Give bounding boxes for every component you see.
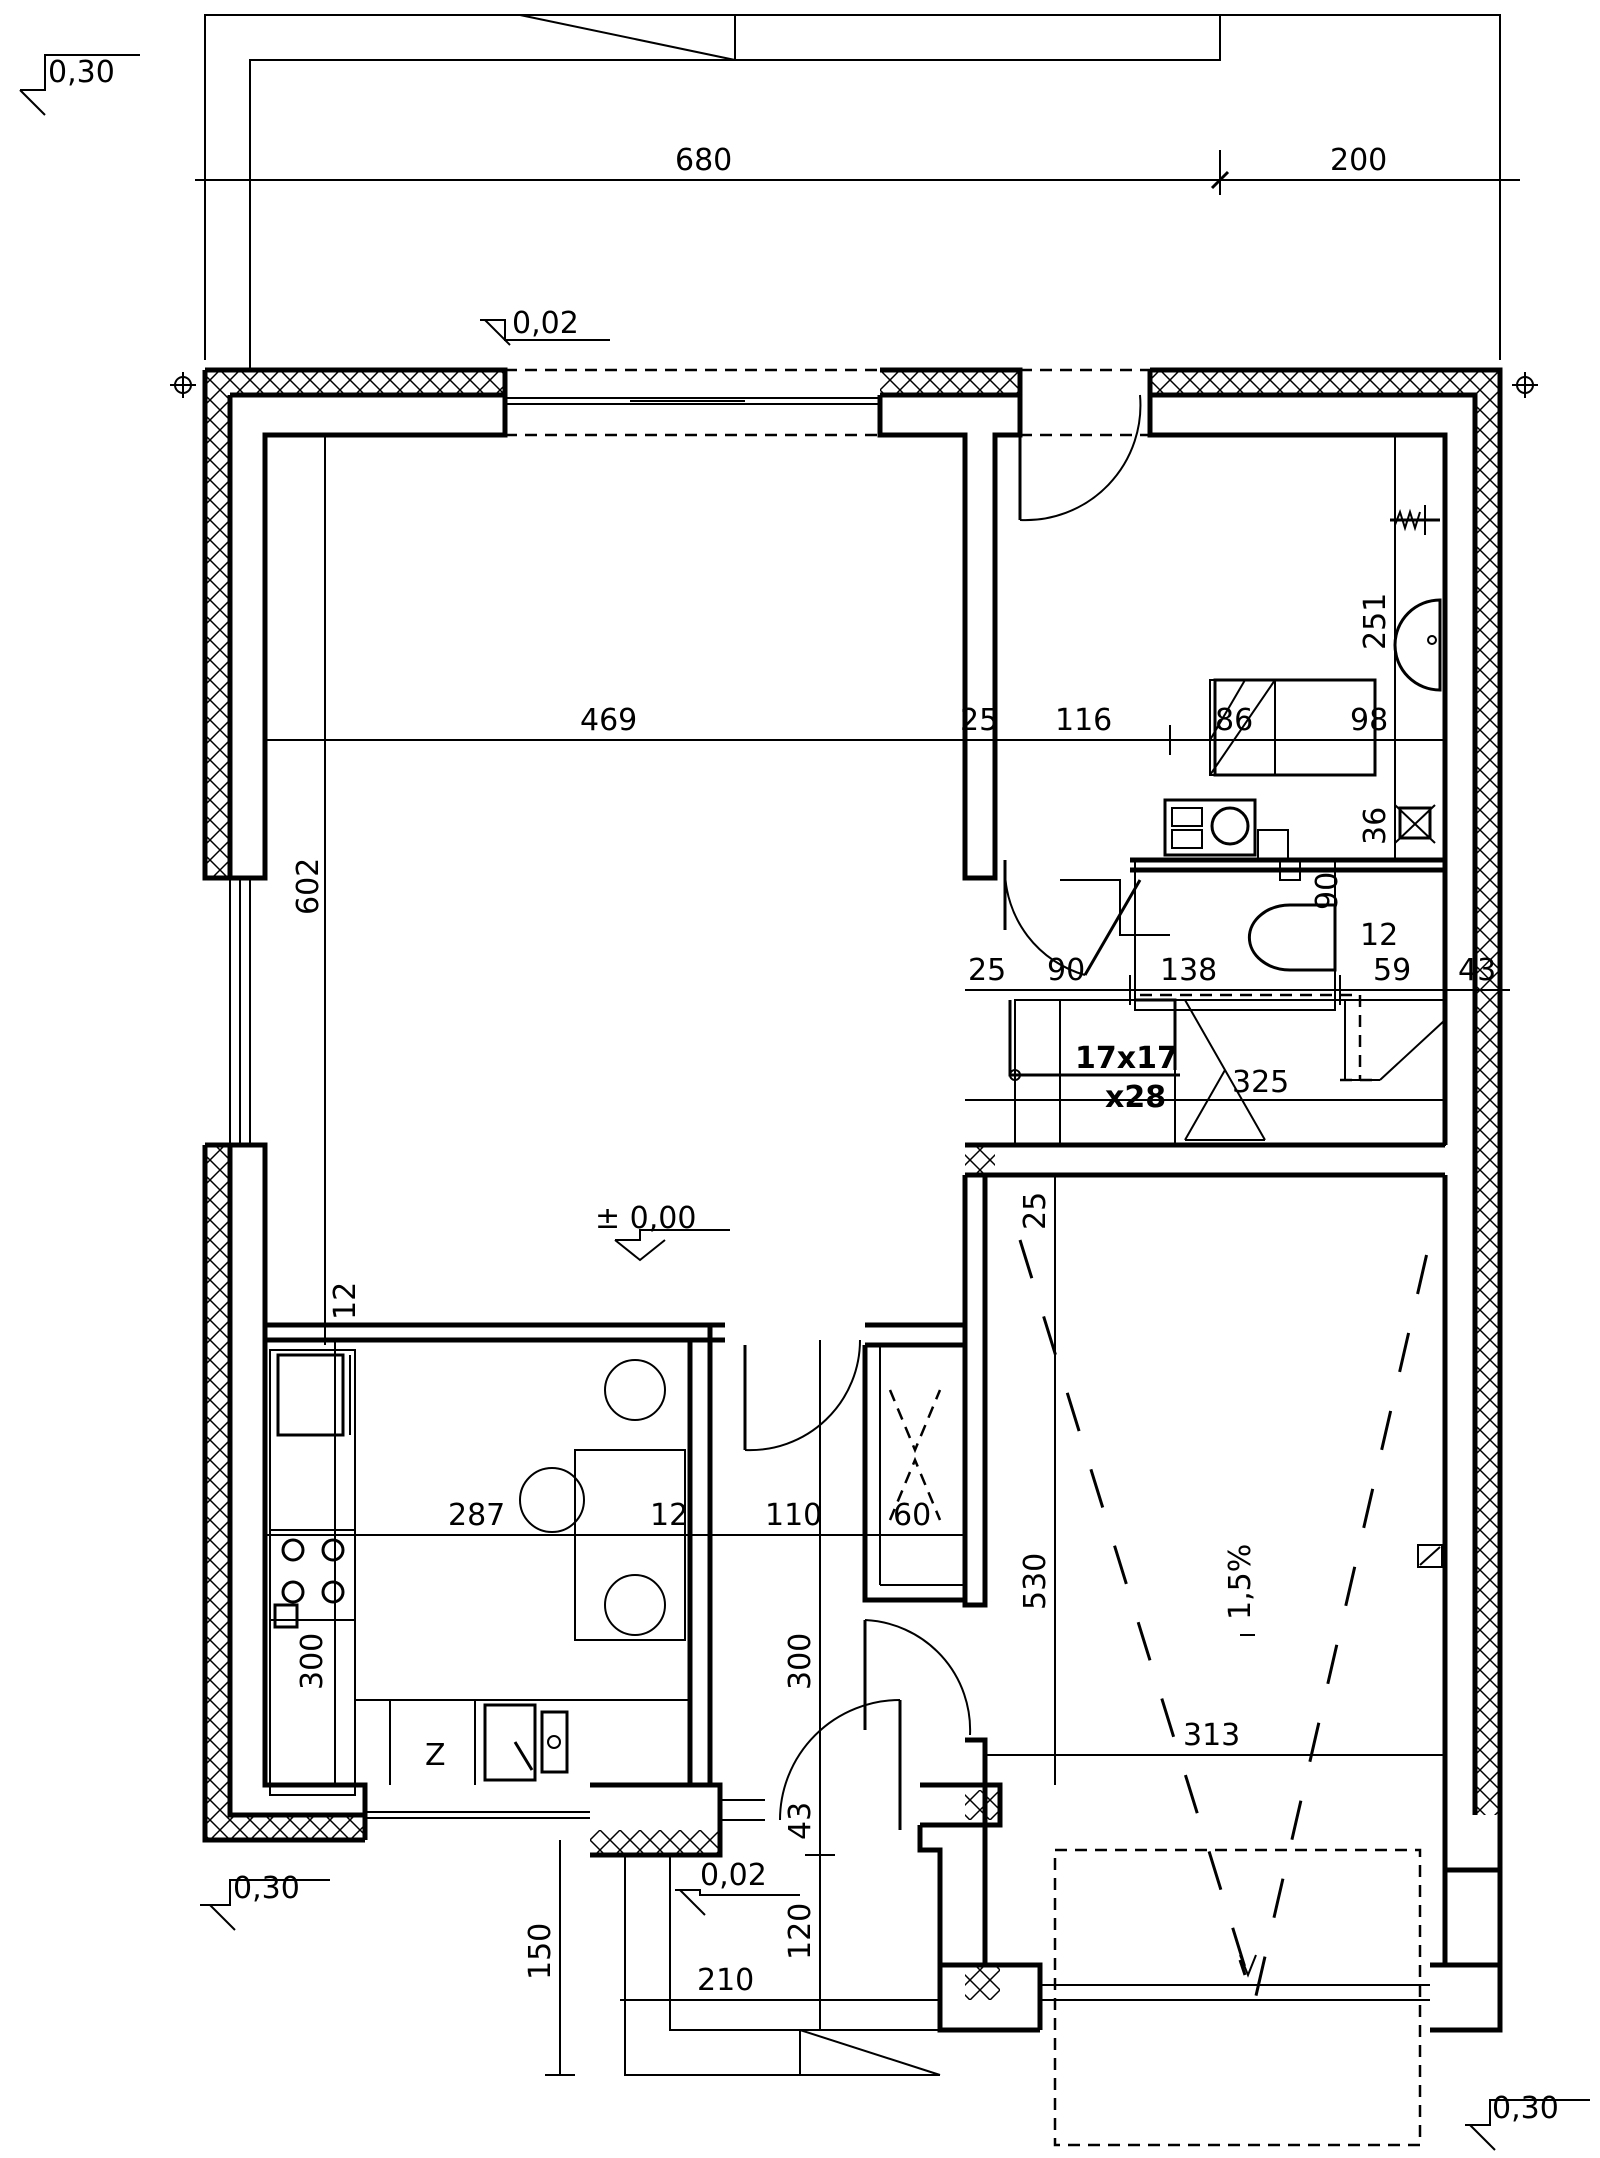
stair-door bbox=[1003, 860, 1142, 976]
level-mark-floor bbox=[614, 1229, 730, 1262]
dim-25-b: 25 bbox=[968, 953, 1006, 988]
dim-90-horizontal: 90 bbox=[1047, 953, 1085, 988]
dim-210: 210 bbox=[697, 1963, 754, 1998]
axis-marker-right bbox=[1512, 372, 1538, 398]
dimension-top bbox=[195, 150, 1520, 195]
exterior-walls bbox=[202, 367, 1503, 1873]
dim-98: 98 bbox=[1350, 703, 1388, 738]
dim-12-b: 12 bbox=[328, 1282, 363, 1320]
dim-469: 469 bbox=[580, 703, 637, 738]
level-bottom-right: 0,30 bbox=[1492, 2091, 1559, 2126]
dim-59: 59 bbox=[1373, 953, 1411, 988]
kitchen-door bbox=[743, 1339, 862, 1452]
dim-287: 287 bbox=[448, 1498, 505, 1533]
dim-530: 530 bbox=[1018, 1553, 1053, 1610]
level-mark-top-left bbox=[19, 54, 140, 116]
level-floor: ± 0,00 bbox=[595, 1201, 696, 1236]
dim-300-hall: 300 bbox=[783, 1633, 818, 1690]
dim-325: 325 bbox=[1232, 1065, 1289, 1100]
garage-slope: 1,5% bbox=[1223, 1544, 1258, 1620]
hall-door bbox=[779, 1619, 972, 1830]
fridge-mark: Z bbox=[425, 1738, 446, 1773]
dim-12-a: 12 bbox=[1360, 918, 1398, 953]
dim-313: 313 bbox=[1183, 1718, 1240, 1753]
dim-12-c: 12 bbox=[650, 1498, 688, 1533]
level-mark-entrance-bottom bbox=[675, 1889, 800, 1916]
top-windows bbox=[229, 368, 1150, 1145]
dim-43-b: 43 bbox=[783, 1802, 818, 1840]
site-outline bbox=[204, 14, 1501, 370]
dim-251: 251 bbox=[1358, 593, 1393, 650]
level-mark-entrance-top bbox=[480, 319, 610, 346]
dim-25-a: 25 bbox=[960, 703, 998, 738]
dim-680: 680 bbox=[675, 143, 732, 178]
wc-entry-door bbox=[1018, 394, 1142, 522]
dim-150: 150 bbox=[523, 1923, 558, 1980]
dimension-lines bbox=[265, 435, 1510, 2076]
dim-120: 120 bbox=[783, 1903, 818, 1960]
dim-90-vertical: 90 bbox=[1310, 872, 1345, 910]
closet-markings bbox=[888, 1389, 942, 1521]
level-bottom-left: 0,30 bbox=[233, 1871, 300, 1906]
dim-86: 86 bbox=[1215, 703, 1253, 738]
level-entrance-top: 0,02 bbox=[512, 306, 579, 341]
dim-138: 138 bbox=[1160, 953, 1217, 988]
kitchen-fixtures bbox=[269, 1349, 690, 1796]
level-mark-bottom-right bbox=[1465, 2099, 1590, 2151]
stairs-count: x28 bbox=[1105, 1080, 1166, 1115]
interior-walls bbox=[265, 857, 1503, 2033]
level-mark-bottom-left bbox=[200, 1879, 330, 1931]
dim-36: 36 bbox=[1358, 807, 1393, 845]
dim-60: 60 bbox=[893, 1498, 931, 1533]
level-entrance-bottom: 0,02 bbox=[700, 1858, 767, 1893]
staircase bbox=[1008, 879, 1446, 1146]
dim-43-a: 43 bbox=[1458, 953, 1496, 988]
dim-200: 200 bbox=[1330, 143, 1387, 178]
axis-marker-left bbox=[170, 372, 196, 398]
dim-116: 116 bbox=[1055, 703, 1112, 738]
level-top-left: 0,30 bbox=[48, 55, 115, 90]
stairs-size: 17x17 bbox=[1075, 1041, 1178, 1076]
garage bbox=[1018, 1239, 1443, 2147]
dim-25-c: 25 bbox=[1018, 1192, 1053, 1230]
dim-300-kitchen: 300 bbox=[295, 1633, 330, 1690]
dim-110: 110 bbox=[765, 1498, 822, 1533]
dim-602: 602 bbox=[291, 858, 326, 915]
